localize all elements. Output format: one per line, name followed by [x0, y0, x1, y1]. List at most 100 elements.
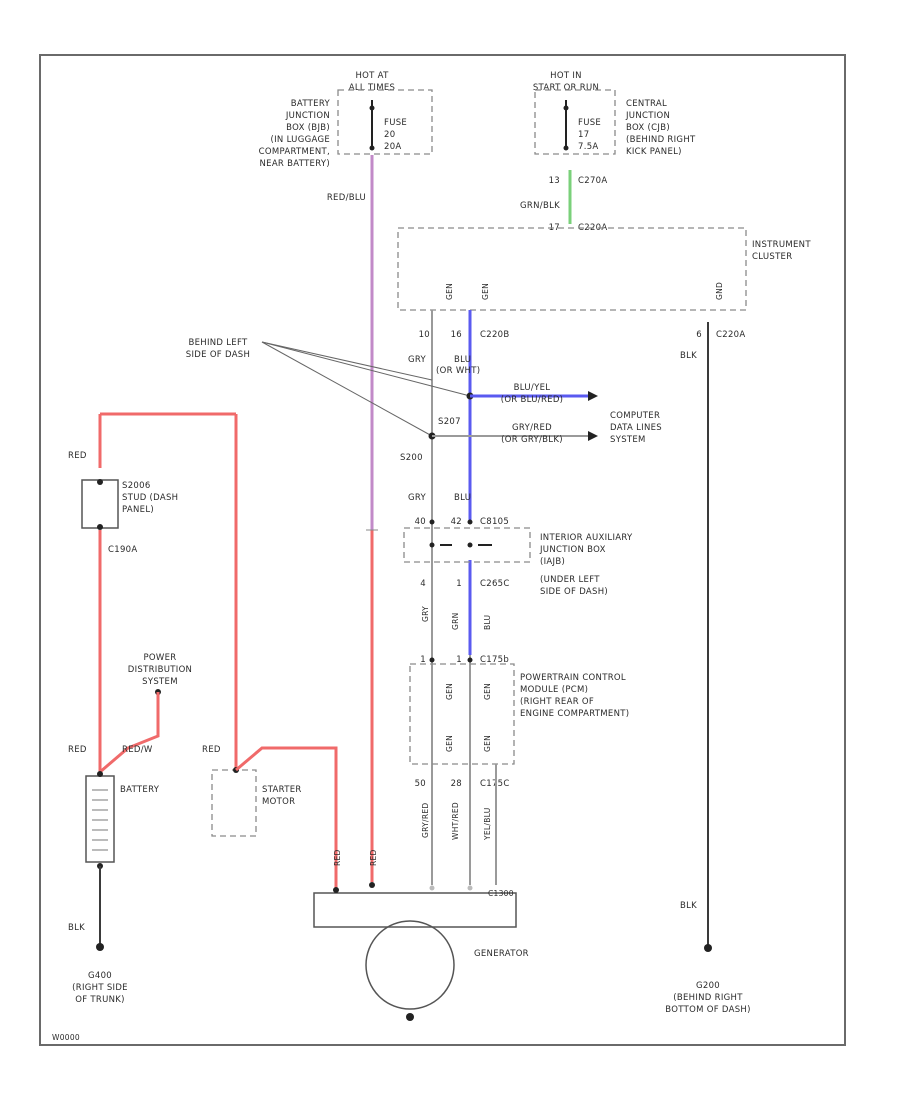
pds-label-line: SYSTEM — [142, 677, 178, 687]
right-wire-bottom: BLK — [680, 901, 697, 911]
aux-connector-b: C265C — [480, 579, 510, 589]
cluster-pin-a: 10 — [419, 330, 430, 340]
pcm-pin-c: 50 — [415, 779, 426, 789]
wire-red-pds — [99, 692, 160, 774]
starter-label-line: MOTOR — [262, 797, 295, 807]
wire-red-starter-gen — [235, 746, 338, 890]
pcm-connector-b: C175C — [480, 779, 510, 789]
generator-stud — [369, 882, 375, 888]
ground-g200-line: (BEHIND RIGHT — [673, 993, 743, 1003]
fuse-right-hot-line1: HOT IN — [550, 71, 582, 81]
fuse-right-pin: 13 — [549, 176, 560, 186]
pcm-pin-label-bottom: GEN — [483, 735, 492, 752]
cluster-connector-c: C220A — [716, 330, 745, 340]
left-wire-red-mid: RED — [68, 745, 87, 755]
cluster-pin-label: GEN — [481, 283, 490, 300]
generator-stud — [333, 887, 339, 893]
fuse-left-dot-top — [369, 105, 375, 111]
battery-label: BATTERY — [120, 785, 160, 795]
fuse-right-pin-bottom: 17 — [549, 223, 560, 233]
cluster-box — [397, 227, 747, 311]
fuse-right-connector: C270A — [578, 176, 607, 186]
battery-terminal-pos — [97, 771, 103, 777]
callout-leader — [261, 341, 471, 397]
pcm-box — [409, 663, 515, 765]
generator-stud-label: RED — [333, 849, 342, 866]
starter-wire-label: RED — [202, 745, 221, 755]
left-wire-blk: BLK — [68, 923, 85, 933]
fuse-right-fuse-line1: FUSE — [578, 118, 601, 128]
aux-label-line: INTERIOR AUXILIARY — [540, 533, 633, 543]
fuse-left-box-label-line: (IN LUGGAGE — [270, 135, 330, 145]
data-lines-label: COMPUTER — [610, 411, 660, 421]
aux-pin-a: 40 — [415, 517, 426, 527]
starter-label-line: STARTER — [262, 785, 302, 795]
fuse-left-box — [337, 89, 433, 155]
aux-pin-b: 42 — [451, 517, 462, 527]
fuse-left-hot-line1: HOT AT — [355, 71, 389, 81]
stud-label-line: STUD (DASH — [122, 493, 178, 503]
pcm-label: POWERTRAIN CONTROL MODULE (PCM) (RIGHT R… — [520, 673, 629, 719]
cluster-pin-label: GEN — [445, 283, 454, 300]
aux-label-line: (IAJB) — [540, 557, 565, 567]
footer-code: W0000 — [52, 1033, 80, 1042]
aux-label-line: SIDE OF DASH) — [540, 587, 608, 597]
pcm-pin-label-top: GEN — [445, 683, 454, 700]
pcm-label-line: ENGINE COMPARTMENT) — [520, 709, 629, 719]
fuse-right-box-label: CENTRAL JUNCTION BOX (CJB) (BEHIND RIGHT… — [625, 99, 696, 157]
stud-dot — [97, 479, 103, 485]
fuse-left-box-label-line: NEAR BATTERY) — [259, 159, 330, 169]
aux-pin-c: 4 — [420, 579, 426, 589]
generator-terminal-block — [313, 892, 517, 928]
fuse-left-box-label-line: JUNCTION — [285, 111, 330, 121]
splice-callout-line: SIDE OF DASH — [186, 350, 250, 360]
ground-dot-g400 — [96, 943, 104, 951]
fuse-left-wire-label: RED/BLU — [327, 193, 366, 203]
pcm-dot — [467, 657, 473, 663]
fuse-left-fuse-line3: 20A — [384, 142, 402, 152]
ground-g200-line: G200 — [696, 981, 720, 991]
generator-pin — [467, 885, 473, 891]
starter-box — [211, 769, 257, 837]
stud-id: S2006 — [122, 481, 151, 491]
ground-g200-line: BOTTOM OF DASH) — [665, 1005, 750, 1015]
cluster-pin-b: 16 — [451, 330, 462, 340]
pds-label-line: DISTRIBUTION — [128, 665, 192, 675]
fuse-right-dot-top — [563, 105, 569, 111]
fuse-right-hot-line2: START OR RUN — [533, 83, 599, 93]
stud-box — [81, 479, 119, 529]
fuse-right-dot-bottom — [563, 145, 569, 151]
fuse-right-box-label-line: JUNCTION — [625, 111, 670, 121]
stud-dot — [97, 524, 103, 530]
ground-dot-g200 — [704, 944, 712, 952]
pcm-label-line: (RIGHT REAR OF — [520, 697, 594, 707]
cluster-label-line: INSTRUMENT — [752, 240, 811, 250]
aux-label: INTERIOR AUXILIARY JUNCTION BOX (IAJB) (… — [539, 533, 633, 597]
generator-connector: C1300 — [488, 889, 514, 898]
pcm-pin-b: 1 — [456, 655, 462, 665]
fuse-left-box-label-line: BOX (BJB) — [286, 123, 330, 133]
generator-ground-dot — [406, 1013, 414, 1021]
bus-label-1b: (OR BLU/RED) — [501, 395, 564, 405]
aux-dot — [429, 542, 435, 548]
splice-wire-b: BLU — [454, 355, 471, 365]
fuse-left-box-label: BATTERY JUNCTION BOX (BJB) (IN LUGGAGE C… — [259, 99, 331, 169]
callout-leader — [261, 341, 433, 437]
aux-connector: C8105 — [480, 517, 509, 527]
aux-wire-c: BLU — [483, 615, 492, 630]
splice-lower-a: GRY — [408, 493, 427, 503]
ground-g400-line: OF TRUNK) — [75, 995, 125, 1005]
cluster-pin-c: 6 — [696, 330, 702, 340]
aux-dot — [429, 519, 435, 525]
fuse-right-box — [534, 89, 616, 155]
splice-lower-b: BLU — [454, 493, 471, 503]
aux-dot — [467, 542, 473, 548]
aux-box — [403, 527, 531, 563]
cluster-connector-a: C220B — [480, 330, 510, 340]
bus-label-1a: BLU/YEL — [514, 383, 551, 393]
aux-dot — [467, 519, 473, 525]
splice-s1: S207 — [438, 417, 461, 427]
right-wire-top: BLK — [680, 351, 697, 361]
